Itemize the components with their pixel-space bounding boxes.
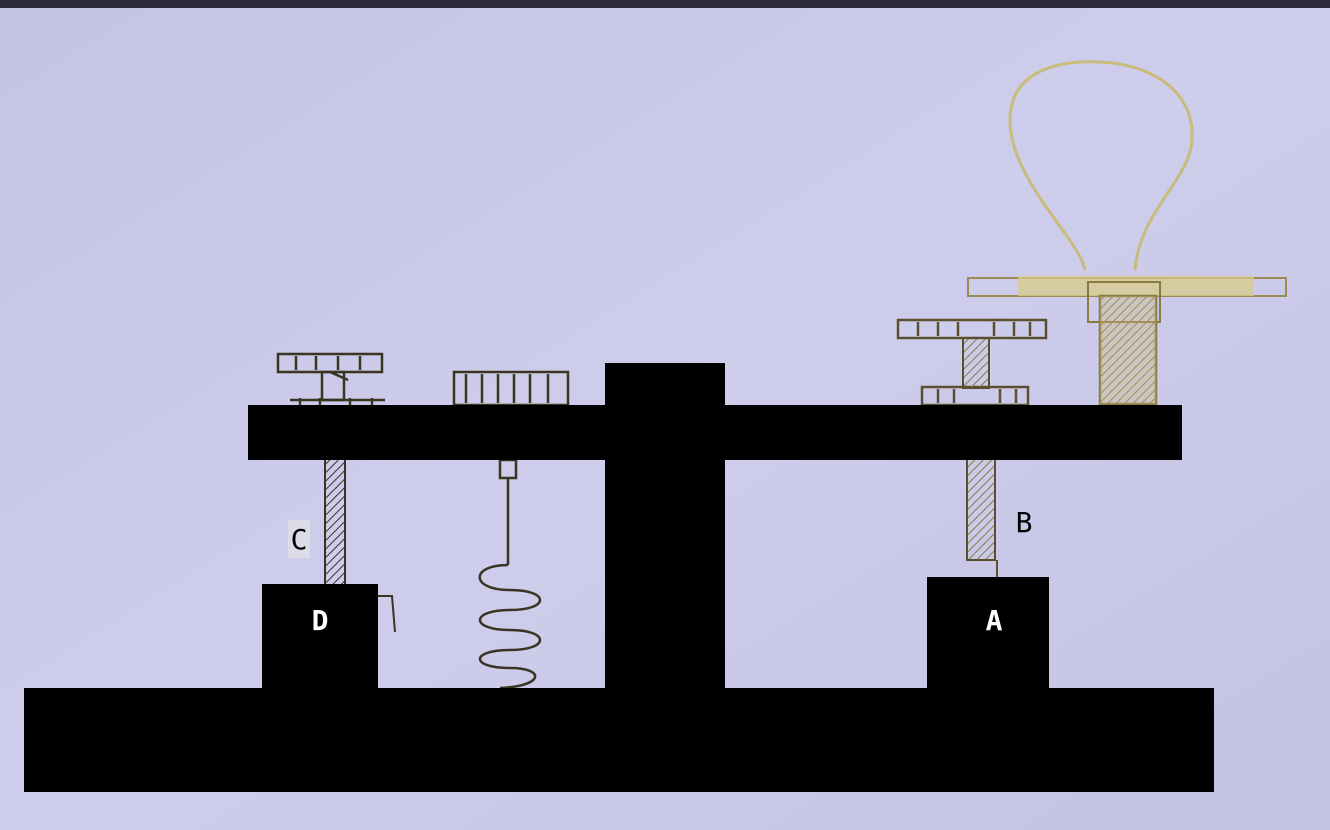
contact-block-a <box>927 577 1049 691</box>
left-screw-assembly <box>276 352 385 405</box>
pivot-post <box>605 363 725 693</box>
left-screw-shaft <box>324 457 346 587</box>
pencil-mark <box>378 595 396 633</box>
base-plate <box>24 688 1214 792</box>
label-c-backdrop <box>288 520 310 558</box>
right-screw-lower-shaft <box>966 457 996 561</box>
key-knob <box>967 60 1287 406</box>
paper-top-edge <box>0 0 1330 8</box>
contact-block-d <box>262 584 378 692</box>
label-a: A <box>986 604 1003 637</box>
label-b: B <box>1016 506 1033 539</box>
label-c: C <box>291 523 308 556</box>
spring-assembly <box>452 370 570 690</box>
label-d: D <box>312 604 329 637</box>
right-screw-upper-shaft <box>962 337 990 389</box>
